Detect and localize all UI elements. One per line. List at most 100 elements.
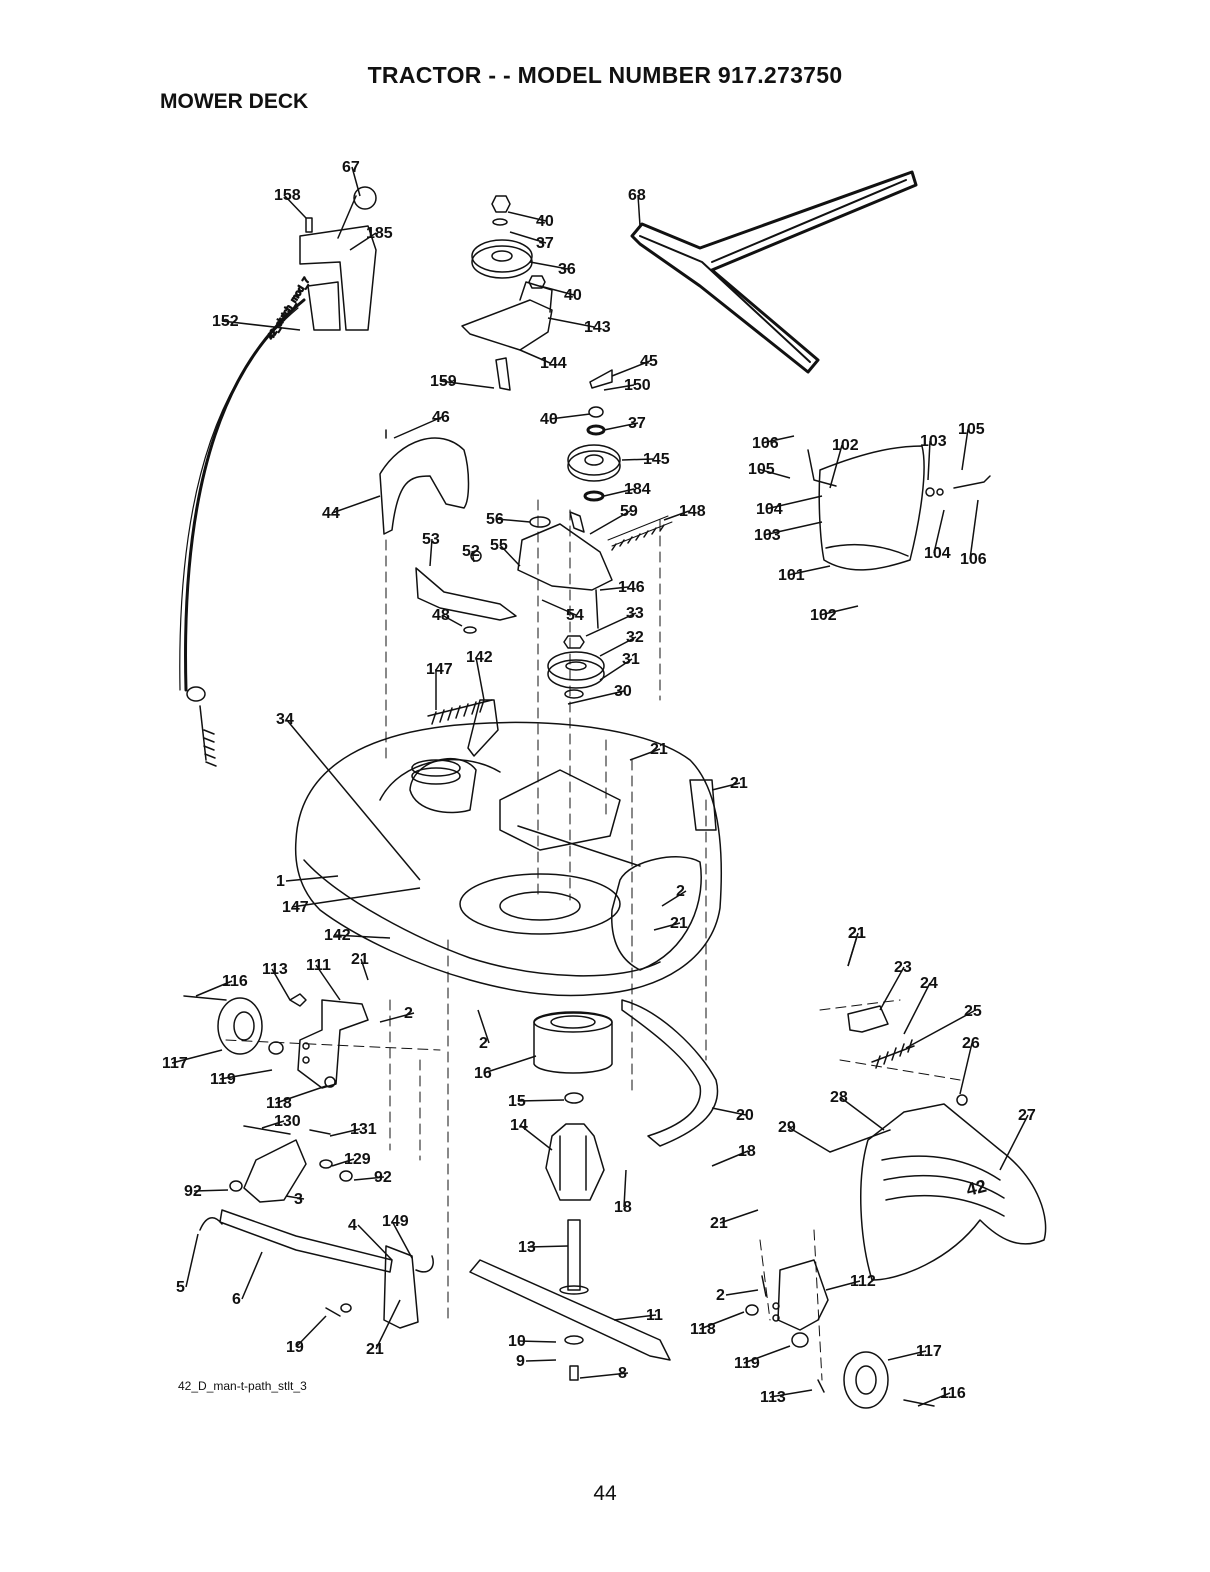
part-callout-145: 145 — [643, 451, 670, 468]
leader-line — [839, 1096, 885, 1131]
part-callout-119: 119 — [210, 1071, 236, 1088]
part-callout-4: 4 — [348, 1217, 357, 1234]
spindle-housing-16 — [533, 1012, 613, 1074]
part-callout-102: 102 — [810, 607, 837, 624]
leader-line — [185, 1233, 199, 1288]
part-callout-144: 144 — [540, 355, 567, 372]
part-callout-27: 27 — [1018, 1107, 1036, 1124]
part-callout-21: 21 — [670, 915, 688, 932]
spindle-pulley-32 — [547, 651, 605, 681]
leader-line — [699, 1311, 745, 1330]
part-callout-14: 14 — [510, 1117, 528, 1134]
leader-line — [283, 194, 307, 219]
idler-arm-55 — [517, 523, 613, 591]
part-callout-29: 29 — [778, 1119, 796, 1136]
part-callout-116: 116 — [940, 1385, 966, 1402]
leader-line — [351, 166, 361, 197]
leader-line — [509, 231, 547, 244]
spindle-14 — [545, 1123, 605, 1201]
leader-line — [219, 1069, 273, 1080]
idler-pulley-145 — [567, 444, 621, 476]
part-callout-152: 152 — [212, 313, 239, 330]
leader-line — [611, 360, 651, 377]
part-callout-143: 143 — [584, 319, 611, 336]
leader-line — [483, 1055, 537, 1074]
part-callout-104: 104 — [924, 545, 951, 562]
leader-line — [621, 458, 654, 461]
leader-line — [599, 636, 637, 657]
leader-line — [933, 509, 945, 554]
part-callout-44: 44 — [322, 505, 340, 522]
leader-line — [711, 782, 741, 791]
leader-line — [961, 428, 969, 471]
leader-line — [353, 1176, 385, 1181]
part-callout-67: 67 — [342, 159, 360, 176]
leader-line — [887, 1350, 927, 1361]
part-callout-142: 142 — [324, 927, 351, 944]
control-bracket-185 — [299, 225, 377, 331]
part-callout-117: 117 — [162, 1055, 188, 1072]
leader-line — [475, 656, 485, 701]
mower-deck-1 — [294, 721, 723, 997]
leader-line — [547, 317, 595, 328]
leader-line — [275, 1085, 327, 1104]
part-callout-26: 26 — [962, 1035, 980, 1052]
bracket-53 — [415, 567, 517, 621]
part-callout-21: 21 — [730, 775, 748, 792]
leader-line — [393, 416, 443, 439]
part-callout-104: 104 — [756, 501, 783, 518]
part-callout-147: 147 — [282, 899, 309, 916]
part-callout-37: 37 — [536, 235, 554, 252]
leader-line — [471, 550, 475, 563]
leader-line — [519, 349, 551, 364]
leader-line — [763, 521, 823, 536]
leader-line — [193, 1189, 229, 1192]
leader-line — [757, 468, 791, 479]
part-callout-147: 147 — [426, 661, 453, 678]
part-callout-146: 146 — [618, 579, 645, 596]
part-callout-119: 119 — [734, 1355, 760, 1372]
leader-line — [519, 1124, 553, 1151]
leader-line — [623, 1169, 627, 1208]
leader-line — [765, 495, 823, 510]
bracket-142 — [467, 699, 499, 757]
leader-line — [477, 1009, 490, 1044]
leader-line — [333, 934, 391, 939]
bracket-3 — [243, 1139, 307, 1203]
part-callout-158: 158 — [274, 187, 301, 204]
leader-line — [917, 1392, 951, 1407]
leader-line — [379, 1012, 415, 1023]
part-callout-103: 103 — [920, 433, 947, 450]
leader-line — [787, 565, 831, 576]
part-callout-68: 68 — [628, 187, 646, 204]
lever-rod — [337, 195, 357, 239]
part-callout-113: 113 — [760, 1389, 786, 1406]
leader-line — [579, 1372, 629, 1379]
leader-line — [829, 444, 843, 489]
part-callout-2: 2 — [404, 1005, 413, 1022]
leader-line — [599, 586, 629, 591]
part-callout-40: 40 — [564, 287, 582, 304]
part-callout-131: 131 — [350, 1121, 377, 1138]
leader-line — [295, 1315, 327, 1348]
leader-line — [261, 1120, 285, 1129]
part-callout-48: 48 — [432, 607, 450, 624]
part-callout-36: 36 — [558, 261, 576, 278]
leader-line — [711, 1150, 749, 1167]
leader-line — [599, 658, 633, 681]
leader-line — [195, 980, 233, 997]
leader-line — [221, 320, 301, 331]
stamp-cable: 42_clutch_mod_7 — [264, 275, 312, 342]
part-callout-21: 21 — [710, 1215, 728, 1232]
part-callout-1: 1 — [276, 873, 285, 890]
leader-line — [603, 384, 635, 391]
part-callout-32: 32 — [626, 629, 644, 646]
leader-line — [375, 1299, 401, 1350]
leader-line — [819, 605, 859, 616]
part-callout-19: 19 — [286, 1339, 304, 1356]
leader-line — [653, 922, 681, 931]
part-callout-148: 148 — [679, 503, 706, 520]
part-callout-142: 142 — [466, 649, 493, 666]
part-callout-92: 92 — [184, 1183, 202, 1200]
leader-line — [603, 488, 635, 497]
